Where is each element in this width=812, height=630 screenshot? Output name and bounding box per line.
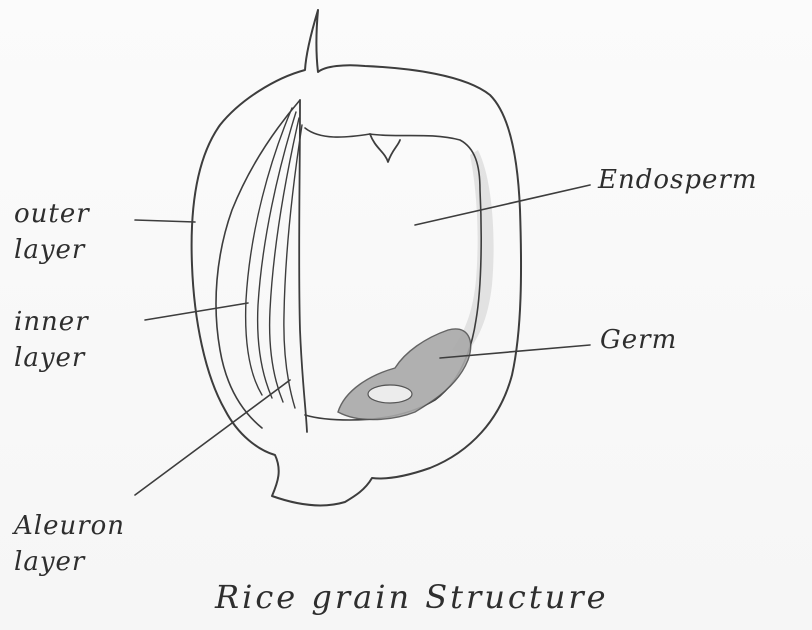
diagram-title: Rice grain Structure (215, 578, 609, 616)
label-inner-layer-line1: inner (14, 304, 89, 340)
label-outer-layer-line2: layer (14, 232, 90, 268)
outer-layer-outline (192, 10, 521, 505)
endosperm-notch (370, 134, 400, 162)
husk-inner-contour (216, 100, 300, 428)
germ-shape (338, 329, 471, 420)
inner-layer-line-2 (258, 112, 296, 398)
leader-endosperm (415, 185, 590, 225)
leader-outer-layer (135, 220, 195, 222)
label-aleuron-layer-line1: Aleuron (14, 508, 125, 544)
inner-layer-line-3 (270, 118, 299, 402)
label-inner-layer-line2: layer (14, 340, 89, 376)
label-germ: Germ (600, 322, 677, 358)
label-outer-layer: outer layer (14, 196, 90, 268)
label-inner-layer: inner layer (14, 304, 89, 376)
aleuron-line (299, 100, 307, 432)
label-aleuron-layer-line2: layer (14, 544, 125, 580)
label-outer-layer-line1: outer (14, 196, 90, 232)
germ-core (368, 385, 412, 403)
label-endosperm: Endosperm (598, 162, 757, 198)
endosperm-shading (452, 150, 494, 355)
leader-aleuron-layer (135, 380, 290, 495)
label-aleuron-layer: Aleuron layer (14, 508, 125, 580)
